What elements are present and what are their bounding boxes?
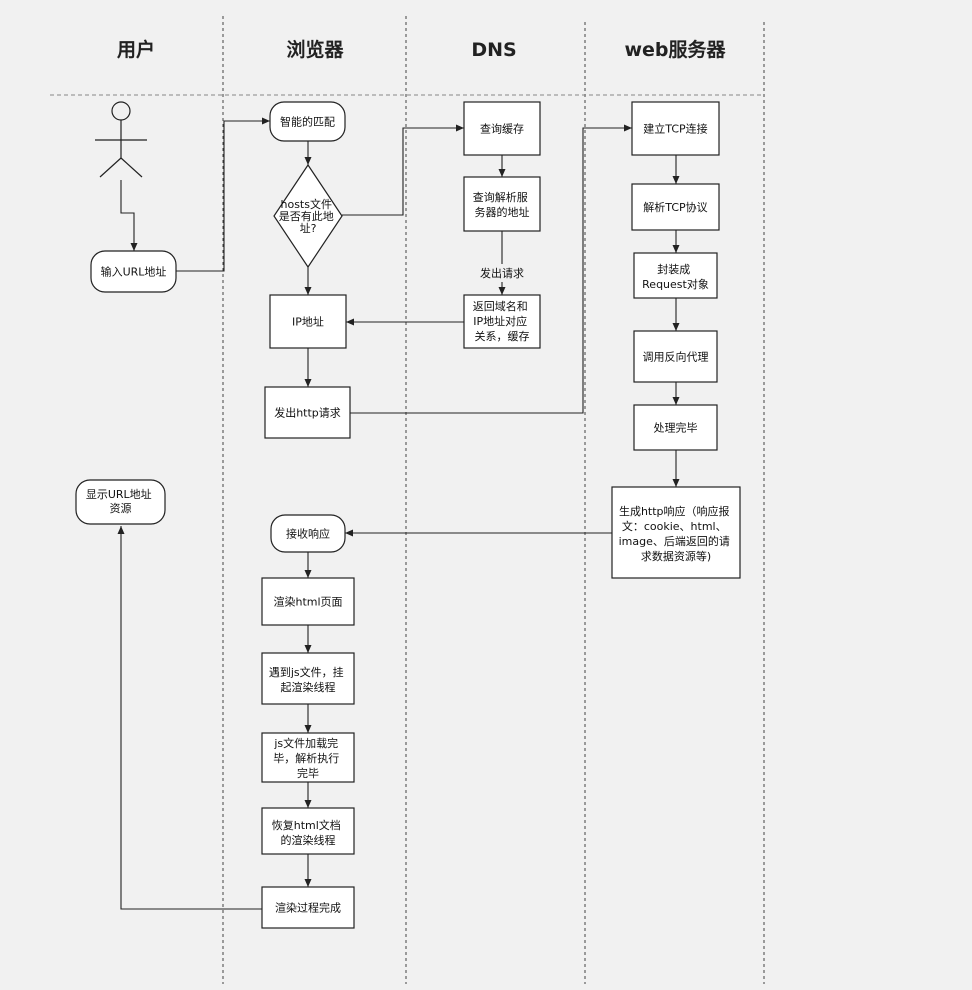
node-text-line: 恢复html文档 — [272, 818, 341, 832]
node-reverse-proxy: 调用反向代理 — [633, 330, 718, 383]
lane-title-browser: 浏览器 — [286, 38, 344, 61]
node-build-tcp: 建立TCP连接 — [631, 101, 720, 156]
svg-text:恢复html文档 的渲染线程: 恢复html文档 的渲染线程 — [272, 818, 345, 847]
node-input-url: 输入URL地址 — [90, 250, 177, 293]
lane-titles: 用户 浏览器 DNS web服务器 — [117, 38, 727, 61]
node-text-line: js文件加载完 — [273, 736, 338, 750]
svg-text:hosts文件 是否有此地: hosts文件 是否有此地 址? — [279, 197, 338, 235]
edge-send-http-to-build-tcp — [350, 124, 632, 414]
edge-hosts-to-query-cache — [342, 124, 464, 216]
node-text-line: 智能的匹配 — [280, 115, 335, 129]
node-text-line: 查询缓存 — [480, 122, 524, 136]
node-text-line: 渲染html页面 — [273, 595, 342, 609]
svg-text:输入URL地址: 输入URL地址 — [101, 265, 167, 279]
svg-text:渲染过程完成: 渲染过程完成 — [275, 901, 341, 915]
svg-text:处理完毕: 处理完毕 — [654, 421, 698, 435]
svg-text:查询缓存: 查询缓存 — [480, 122, 524, 136]
svg-text:IP地址: IP地址 — [292, 315, 324, 329]
svg-text:查询解析服 务器的地址: 查询解析服 务器的地址 — [473, 190, 532, 219]
svg-text:接收响应: 接收响应 — [286, 527, 330, 541]
node-js-loaded: js文件加载完 毕，解析执行 完毕 — [261, 732, 355, 783]
node-text-line: 遇到js文件，挂 — [269, 665, 344, 679]
node-return-mapping: 返回域名和 IP地址对应 关系，缓存 — [463, 294, 541, 349]
node-render-done: 渲染过程完成 — [261, 886, 355, 929]
node-text-line: 完毕 — [297, 766, 319, 780]
node-text-line: 解析TCP协议 — [643, 200, 707, 214]
node-query-cache: 查询缓存 — [463, 101, 541, 156]
node-text-line: 务器的地址 — [475, 205, 530, 219]
node-text-line: 输入URL地址 — [101, 265, 167, 279]
nodes: 输入URL地址 智能的匹配 hosts文件 是否有此地 址? IP地址 — [75, 101, 741, 929]
node-text-line: image、后端返回的请 — [619, 534, 730, 548]
node-parse-tcp: 解析TCP协议 — [631, 183, 720, 231]
svg-text:解析TCP协议: 解析TCP协议 — [643, 200, 707, 214]
edges — [117, 117, 680, 910]
node-text-line: 毕，解析执行 — [273, 751, 339, 765]
node-text-line: IP地址对应 — [473, 314, 527, 328]
edge-render-done-to-show — [117, 526, 262, 910]
svg-text:智能的匹配: 智能的匹配 — [280, 115, 335, 129]
node-meet-js: 遇到js文件，挂 起渲染线程 — [261, 652, 355, 705]
node-text-line: IP地址 — [292, 315, 324, 329]
node-query-resolver: 查询解析服 务器的地址 — [463, 176, 541, 232]
svg-text:js文件加载完 毕，解析执行: js文件加载完 毕，解析执行 完毕 — [273, 736, 343, 780]
node-text-line: 调用反向代理 — [643, 350, 709, 364]
node-text-line: 查询解析服 — [473, 190, 528, 204]
lane-title-dns: DNS — [471, 39, 516, 61]
node-render-html: 渲染html页面 — [261, 577, 355, 626]
node-text-line: 显示URL地址 — [86, 487, 152, 501]
node-hosts-decision: hosts文件 是否有此地 址? — [273, 163, 343, 269]
node-wrap-request: 封装成 Request对象 — [633, 252, 718, 299]
node-text-line: 封装成 — [657, 262, 690, 276]
node-text-line: 求数据资源等) — [641, 549, 711, 563]
node-send-http: 发出http请求 — [264, 386, 351, 439]
svg-text:建立TCP连接: 建立TCP连接 — [643, 122, 707, 136]
edge-actor-to-input — [120, 180, 138, 251]
node-gen-response: 生成http响应（响应报 文：cookie、html、 image、后端返回的请… — [611, 486, 741, 579]
svg-text:封装成 Request对象: 封装成 Request对象 — [642, 262, 709, 291]
node-resume-render: 恢复html文档 的渲染线程 — [261, 807, 355, 855]
node-process-done: 处理完毕 — [633, 404, 718, 451]
user-actor-icon — [95, 101, 147, 178]
svg-text:发出http请求: 发出http请求 — [274, 406, 341, 420]
node-show-resource: 显示URL地址 资源 — [75, 479, 166, 525]
edge-input-to-smart-match — [176, 117, 270, 272]
node-receive-response: 接收响应 — [270, 514, 346, 553]
svg-text:遇到js文件，挂 起渲染线程: 遇到js文件，挂 起渲染线程 — [269, 665, 347, 694]
edge-label-send-request-text: 发出请求 — [480, 266, 524, 280]
lane-dividers — [50, 16, 765, 984]
svg-text:渲染html页面: 渲染html页面 — [273, 595, 342, 609]
node-text-line: 起渲染线程 — [281, 680, 336, 694]
node-text-line: 发出http请求 — [274, 406, 341, 420]
node-text-line: 是否有此地 — [279, 209, 334, 223]
lane-title-server: web服务器 — [624, 38, 726, 61]
node-ip-address: IP地址 — [269, 294, 347, 349]
node-text-line: 文：cookie、html、 — [622, 519, 727, 533]
node-text-line: hosts文件 — [281, 197, 332, 211]
lane-title-user: 用户 — [117, 38, 155, 61]
node-text-line: 址? — [300, 221, 317, 235]
node-text-line: 建立TCP连接 — [643, 122, 707, 136]
edge-label-send-request: 发出请求 — [474, 264, 530, 282]
node-text-line: Request对象 — [642, 277, 709, 291]
node-text-line: 关系，缓存 — [475, 329, 530, 343]
node-text-line: 接收响应 — [286, 527, 330, 541]
node-smart-match: 智能的匹配 — [269, 101, 346, 142]
node-text-line: 渲染过程完成 — [275, 901, 341, 915]
svg-text:调用反向代理: 调用反向代理 — [643, 350, 709, 364]
svg-text:生成http响应（响应报 文：cookie、: 生成http响应（响应报 文：cookie、html、 image、后端返回的请… — [619, 504, 734, 563]
svg-text:显示URL地址 资源: 显示URL地址 资源 — [86, 487, 155, 515]
node-text-line: 返回域名和 — [473, 299, 528, 313]
svg-text:返回域名和 IP地址对应 关: 返回域名和 IP地址对应 关系，缓存 — [473, 299, 532, 343]
node-text-line: 处理完毕 — [654, 421, 698, 435]
node-text-line: 资源 — [110, 501, 132, 515]
node-text-line: 的渲染线程 — [281, 833, 336, 847]
node-text-line: 生成http响应（响应报 — [619, 504, 730, 518]
